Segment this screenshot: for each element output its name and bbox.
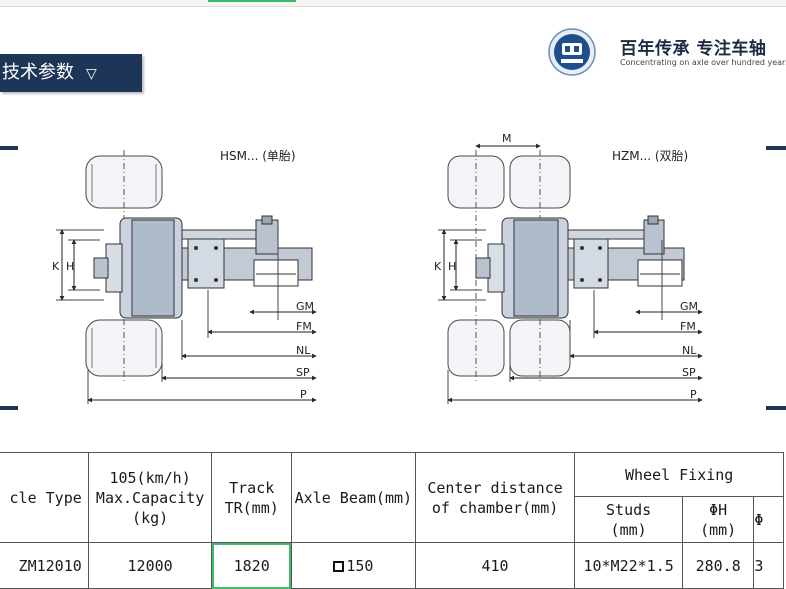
chevron-down-icon: ▽ xyxy=(86,66,97,82)
header-phi-h: ΦH(mm) xyxy=(681,496,755,543)
single-tyre-axle-drawing xyxy=(56,150,317,404)
diagram-left-title: HSM... (单胎) xyxy=(220,149,296,163)
company-slogan: 百年传承 专注车轴 xyxy=(620,39,767,59)
selected-cell-indicator xyxy=(208,0,296,2)
dual-tyre-axle-drawing xyxy=(438,143,703,404)
header-studs: Studs(mm) xyxy=(574,496,683,543)
header-capacity-line2: Max.Capacity xyxy=(95,488,205,507)
square-section-icon xyxy=(333,560,345,572)
cell-track[interactable]: 1820 xyxy=(211,542,292,589)
label-gm: GM xyxy=(296,300,314,313)
header-phih-line1: ΦH xyxy=(709,500,728,519)
header-center-line2: of chamber(mm) xyxy=(431,498,559,517)
cell-capacity[interactable]: 12000 xyxy=(87,542,213,589)
cell-type[interactable]: ZM12010 xyxy=(0,542,89,589)
header-wheel-fixing: Wheel Fixing xyxy=(574,452,784,497)
label-sp: SP xyxy=(296,366,310,379)
label-nl-dual: NL xyxy=(682,344,697,357)
header-studs-line1: Studs xyxy=(606,500,652,519)
header-phi-3: Φ xyxy=(753,496,784,543)
header-vehicle-type: cle Type xyxy=(0,452,89,543)
label-m: M xyxy=(502,132,512,145)
cell-phi-h[interactable]: 280.8 xyxy=(681,542,755,589)
section-title: 技术参数 xyxy=(2,62,74,83)
header-center-line1: Center distance xyxy=(427,478,563,497)
header-capacity-line1: 105(km/h) xyxy=(109,468,191,487)
spec-table: cle Type 105(km/h)Max.Capacity(kg) Track… xyxy=(0,452,784,589)
cell-axle-beam-value: 150 xyxy=(346,556,374,575)
top-tab-strip xyxy=(0,0,786,7)
header-capacity-line3: (kg) xyxy=(132,508,169,527)
label-sp-dual: SP xyxy=(682,366,696,379)
section-tab-technical-parameters[interactable]: 技术参数 ▽ xyxy=(0,54,142,92)
header-max-capacity: 105(km/h)Max.Capacity(kg) xyxy=(87,452,213,543)
header-track-line1: Track xyxy=(229,478,275,497)
header-track-line2: TR(mm) xyxy=(224,498,279,517)
header-axle-beam: Axle Beam(mm) xyxy=(290,452,416,543)
label-k: K xyxy=(52,260,60,273)
header-phih-line2: (mm) xyxy=(700,520,737,539)
table-row: ZM12010 12000 1820 150 410 10*M22*1.5 28… xyxy=(0,542,784,589)
label-p: P xyxy=(300,388,307,401)
label-h-dual: H xyxy=(448,260,456,273)
company-logo xyxy=(548,28,596,76)
diagram-right-title: HZM... (双胎) xyxy=(612,149,688,163)
label-k-dual: K xyxy=(434,260,442,273)
company-slogan-english: Concentrating on axle over hundred years xyxy=(620,58,786,67)
cell-center-distance[interactable]: 410 xyxy=(414,542,576,589)
header-studs-line2: (mm) xyxy=(610,520,647,539)
label-h: H xyxy=(66,260,74,273)
cell-axle-beam[interactable]: 150 xyxy=(290,542,416,589)
label-fm: FM xyxy=(296,320,312,333)
label-nl: NL xyxy=(296,344,311,357)
label-p-dual: P xyxy=(690,388,697,401)
cell-phi-3[interactable]: 3 xyxy=(753,542,784,589)
cell-studs[interactable]: 10*M22*1.5 xyxy=(574,542,683,589)
label-gm-dual: GM xyxy=(680,300,698,313)
axle-diagrams: HSM... (单胎) K H GM FM NL SP P xyxy=(0,132,786,410)
label-fm-dual: FM xyxy=(680,320,696,333)
